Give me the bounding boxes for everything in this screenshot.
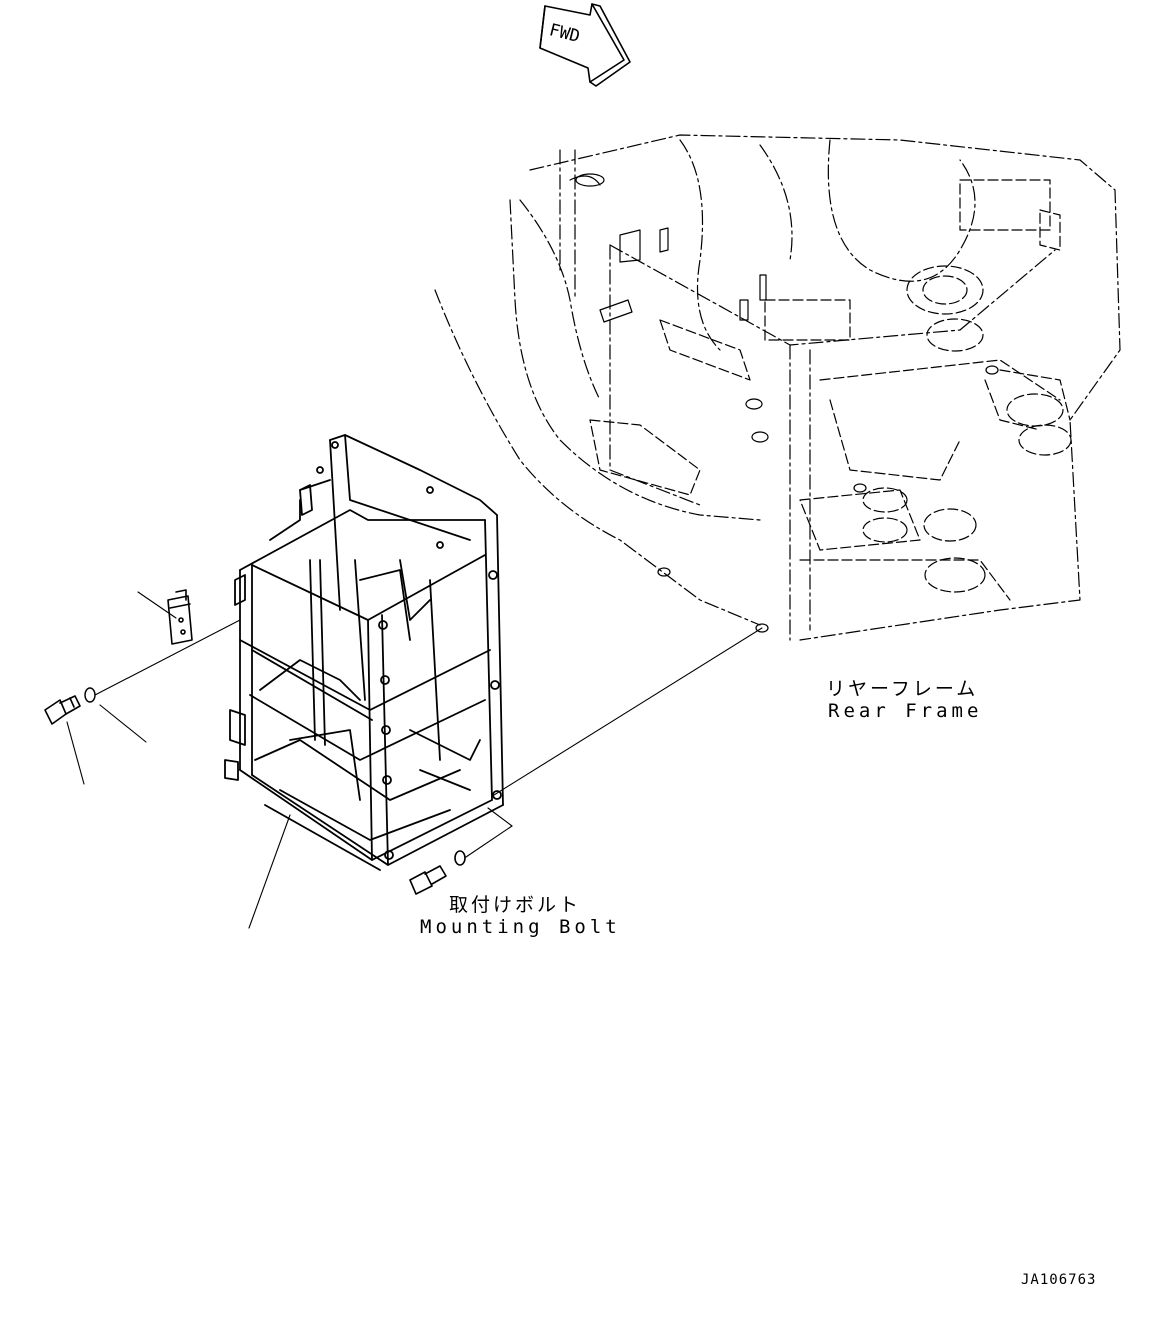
bolt-icon bbox=[44, 695, 81, 725]
mounting-bolt-icon bbox=[409, 850, 466, 895]
mounting-bolt-label-en: Mounting Bolt bbox=[420, 916, 621, 938]
mounting-bolt-label-jp: 取付けボルト bbox=[449, 894, 582, 916]
clamp-bracket bbox=[167, 589, 193, 645]
leader-lines bbox=[66, 591, 763, 929]
rear-frame-label-en: Rear Frame bbox=[828, 700, 983, 722]
fwd-arrow-icon: FWD bbox=[539, 3, 631, 87]
document-number: JA106763 bbox=[1021, 1272, 1097, 1288]
rear-frame-label-jp: リヤーフレーム bbox=[826, 678, 979, 700]
bracket-frame-assembly bbox=[224, 434, 504, 871]
fwd-label: FWD bbox=[547, 20, 582, 47]
rear-frame-outline bbox=[434, 134, 1121, 641]
washer-icon bbox=[84, 687, 96, 703]
